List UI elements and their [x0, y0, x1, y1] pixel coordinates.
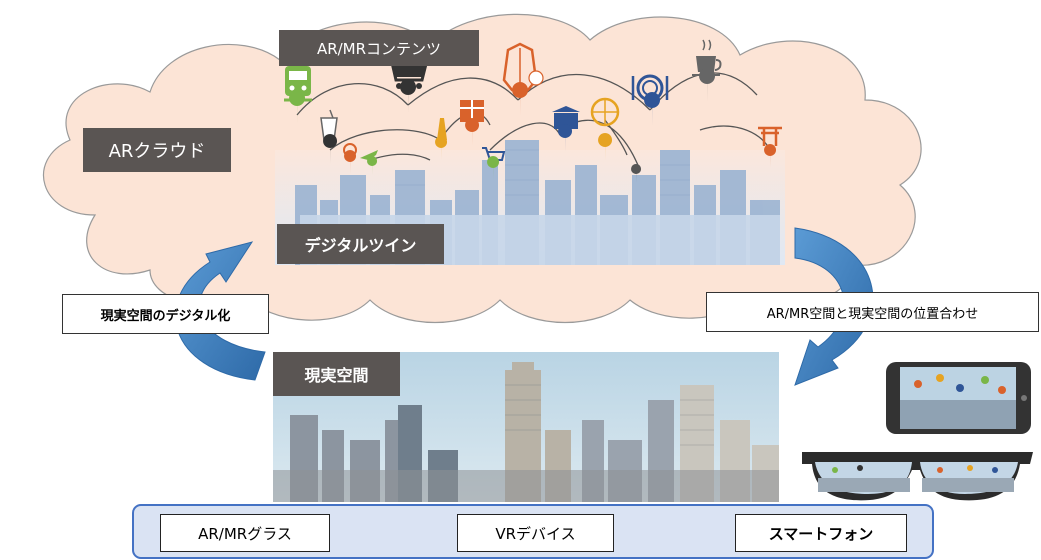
tower-icon [435, 118, 448, 160]
restaurant-icon [631, 74, 669, 126]
ar-cloud-label: ARクラウド [83, 128, 231, 172]
device-vr: VRデバイス [457, 514, 614, 552]
gift-icon [460, 100, 484, 146]
cart-icon [482, 147, 506, 180]
alignment-arrow-label: AR/MR空間と現実空間の位置合わせ [706, 292, 1039, 332]
flower-icon [343, 143, 357, 174]
torii-icon [758, 126, 782, 168]
train-icon [284, 66, 312, 124]
device-ar-mr-glasses: AR/MRグラス [160, 514, 330, 552]
digital-twin-label: デジタルツイン [277, 224, 444, 264]
smartphone-image [886, 362, 1031, 434]
left-curved-arrow [174, 241, 266, 381]
drink-icon [320, 109, 338, 164]
bank-icon [552, 106, 580, 152]
right-curved-arrow [794, 227, 874, 386]
ferris-wheel-icon [590, 97, 620, 161]
digitization-arrow-label: 現実空間のデジタル化 [62, 294, 269, 334]
coffee-icon [692, 39, 722, 102]
digital-twin-city [275, 140, 785, 265]
clothing-sale-icon [502, 42, 544, 116]
glasses-image [802, 452, 1033, 501]
airplane-icon [360, 150, 378, 175]
ar-mr-contents-label: AR/MRコンテンツ [279, 30, 479, 66]
real-space-label: 現実空間 [273, 352, 400, 396]
content-connections [296, 72, 771, 171]
device-smartphone: スマートフォン [735, 514, 907, 552]
map-pin-icon [631, 164, 642, 183]
